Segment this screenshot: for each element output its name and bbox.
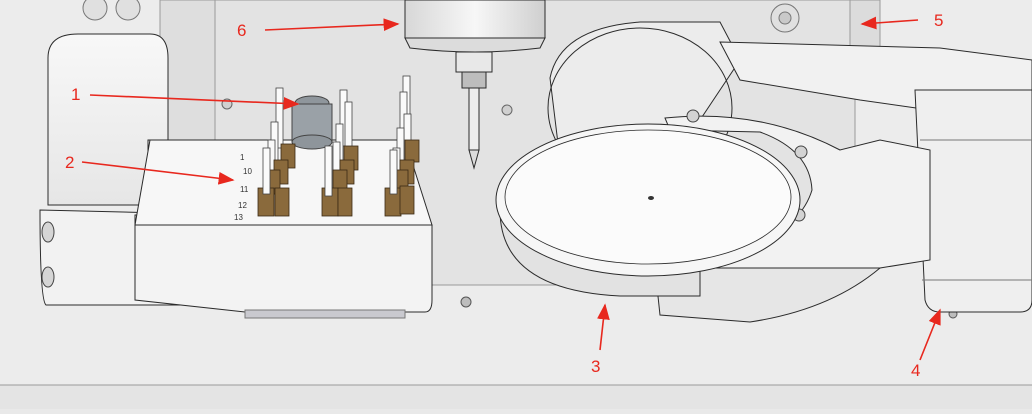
svg-text:12: 12 bbox=[238, 201, 247, 210]
svg-text:11: 11 bbox=[240, 185, 249, 194]
svg-text:10: 10 bbox=[243, 167, 252, 176]
callout-2: 2 bbox=[65, 153, 75, 172]
callout-arrows bbox=[81, 16, 941, 361]
base-floor bbox=[0, 385, 1032, 409]
callout-4: 4 bbox=[911, 361, 921, 380]
carrier-plate bbox=[495, 123, 801, 297]
callout-1: 1 bbox=[71, 85, 81, 104]
svg-text:13: 13 bbox=[234, 213, 243, 222]
tube-pins bbox=[257, 75, 420, 217]
callout-6: 6 bbox=[237, 21, 247, 40]
callout-3: 3 bbox=[591, 357, 601, 376]
spindle bbox=[404, 0, 546, 170]
callout-5: 5 bbox=[934, 11, 944, 30]
svg-text:1: 1 bbox=[240, 153, 245, 162]
